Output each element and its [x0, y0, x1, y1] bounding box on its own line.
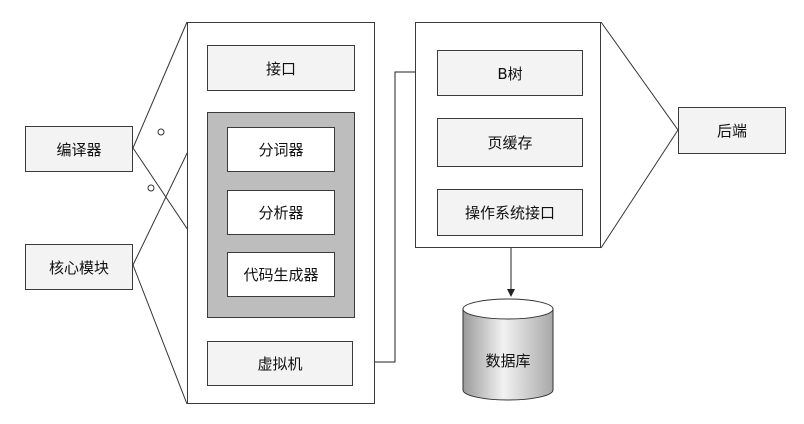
interface-box: 接口 [207, 45, 355, 91]
line-hop [147, 184, 155, 192]
vm-box: 虚拟机 [207, 341, 353, 386]
compiler-label: 编译器 [56, 140, 102, 159]
database-cylinder [462, 298, 554, 401]
vm-label: 虚拟机 [257, 355, 303, 373]
btree-box: B树 [437, 50, 583, 96]
os-interface-box: 操作系统接口 [437, 189, 583, 236]
zoom-line-compiler-top [132, 21, 188, 149]
codegen-label: 代码生成器 [243, 266, 319, 284]
os-interface-label: 操作系统接口 [464, 204, 555, 222]
zoom-line-core-bottom [132, 264, 188, 405]
tokenizer-box: 分词器 [227, 127, 335, 172]
compiler-box: 编译器 [25, 126, 133, 172]
database-label: 数据库 [485, 352, 531, 370]
tokenizer-label: 分词器 [258, 141, 304, 159]
pager-box: 页缓存 [437, 118, 583, 167]
core-module-box: 核心模块 [25, 244, 133, 290]
interface-label: 接口 [265, 59, 296, 78]
zoom-line-backend-top [600, 21, 679, 131]
line-hop [157, 128, 165, 136]
backend-label: 后端 [716, 122, 747, 140]
pager-label: 页缓存 [487, 134, 533, 152]
backend-box: 后端 [678, 107, 786, 154]
core-module-label: 核心模块 [48, 258, 109, 277]
codegen-box: 代码生成器 [227, 252, 335, 297]
parser-box: 分析器 [227, 190, 335, 235]
parser-label: 分析器 [258, 204, 304, 222]
zoom-line-backend-bottom [600, 129, 679, 249]
btree-label: B树 [497, 64, 523, 83]
